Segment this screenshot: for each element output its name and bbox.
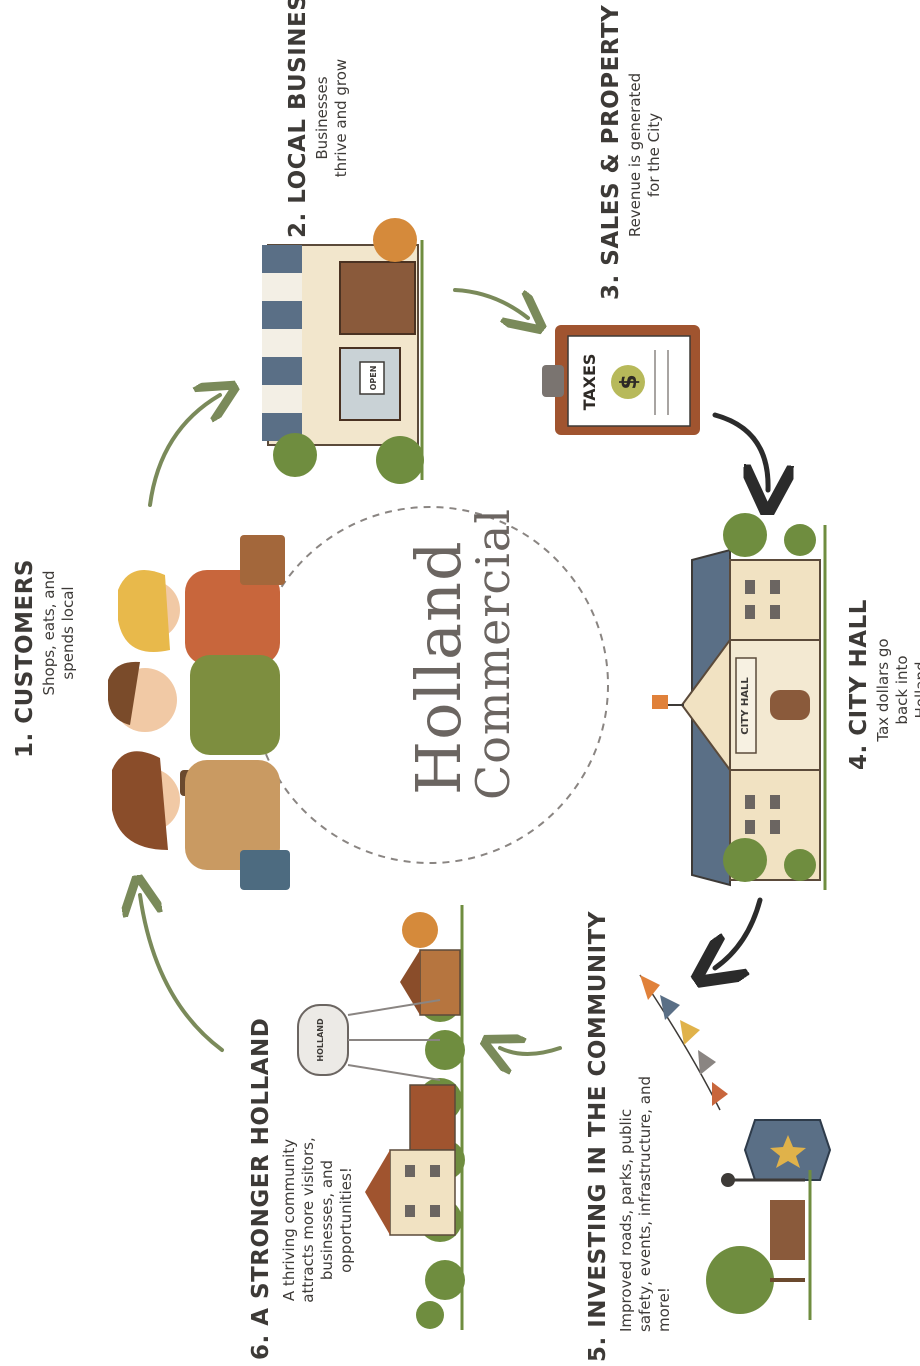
step-city-hall-title: 4. CITY HALL (846, 599, 872, 770)
step-investing: 5. INVESTING IN THE COMMUNITY Improved r… (585, 910, 674, 1362)
arrow-stronger-to-customers (140, 895, 224, 1052)
city-hall-illustration: CITY HALL (652, 513, 827, 890)
center-brand-line2: Commercial (466, 508, 520, 800)
step-businesses: 2. LOCAL BUSINESSES Businesses thrive an… (285, 0, 351, 238)
dollar-sign: $ (617, 374, 642, 389)
step-customers: 1. CUSTOMERS Shops, eats, and spends loc… (12, 508, 78, 758)
city-hall-sign-text: CITY HALL (740, 677, 751, 735)
arrow-cityhall-to-investing (715, 897, 763, 968)
step-city-hall: 4. CITY HALL Tax dollars go back into Ho… (846, 599, 920, 770)
arrow-investing-to-stronger (500, 1048, 562, 1054)
arrow-taxes-to-cityhall (712, 412, 768, 490)
arrow-customers-to-business (148, 395, 220, 507)
step-customers-title: 1. CUSTOMERS (12, 559, 38, 758)
stronger-holland-illustration: HOLLAND (297, 905, 465, 1330)
investing-illustration (639, 974, 832, 1320)
step-businesses-desc: Businesses thrive and grow (313, 58, 350, 178)
center-brand-line1: Holland (402, 540, 475, 795)
step-businesses-title: 2. LOCAL BUSINESSES (285, 0, 311, 238)
step-customers-desc: Shops, eats, and spends local (40, 570, 77, 696)
arrow-business-to-taxes (453, 288, 528, 318)
step-stronger-holland: 6. A STRONGER HOLLAND A thriving communi… (248, 1017, 356, 1360)
step-stronger-holland-title: 6. A STRONGER HOLLAND (248, 1017, 274, 1360)
step-taxes-title: 3. SALES & PROPERTY TAXES (598, 0, 624, 300)
step-investing-title: 5. INVESTING IN THE COMMUNITY (585, 910, 611, 1362)
center-dashed-circle (251, 506, 609, 864)
business-illustration: OPEN (262, 218, 424, 484)
step-stronger-holland-desc: A thriving community attracts more visit… (280, 1137, 355, 1303)
step-city-hall-desc: Tax dollars go back into Holland (874, 638, 920, 742)
water-tower-text: HOLLAND (316, 1018, 325, 1062)
step-taxes-desc: Revenue is generated for the City (626, 72, 663, 238)
customers-illustration (108, 535, 290, 890)
step-taxes: 3. SALES & PROPERTY TAXES Revenue is gen… (598, 0, 664, 300)
open-sign-text: OPEN (369, 366, 378, 391)
taxes-clipboard-text: TAXES (580, 354, 599, 411)
taxes-illustration: $ TAXES (542, 325, 700, 435)
step-investing-desc: Improved roads, parks, public safety, ev… (617, 1075, 673, 1332)
